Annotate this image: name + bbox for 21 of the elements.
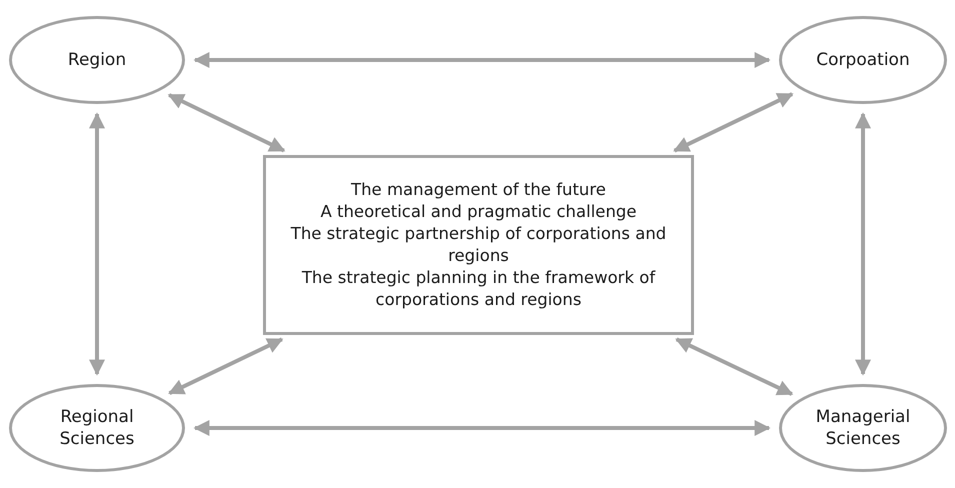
double-arrow [855, 112, 871, 376]
ellipse-node [9, 384, 185, 472]
double-arrow [675, 338, 794, 396]
double-arrow [193, 52, 771, 68]
node-label: Corpoation [816, 49, 910, 71]
double-arrow [193, 420, 771, 436]
ellipse-node [779, 384, 947, 472]
double-arrow [89, 112, 105, 376]
text-box [263, 155, 694, 335]
text-line: The management of the future [351, 179, 606, 201]
text-line: The strategic planning in the framework of corporations and regions [300, 267, 656, 311]
node-label: Region [68, 49, 126, 71]
ellipse-node [779, 16, 947, 104]
ellipse-node [9, 16, 185, 104]
node-label: Regional Sciences [58, 406, 136, 450]
text-line: The strategic partnership of corporations and regions [290, 223, 668, 267]
text-line: A theoretical and pragmatic challenge [320, 201, 637, 223]
double-arrow [168, 93, 286, 152]
double-arrow [673, 92, 794, 152]
double-arrow [168, 338, 284, 396]
node-label: Managerial Sciences [814, 406, 912, 450]
